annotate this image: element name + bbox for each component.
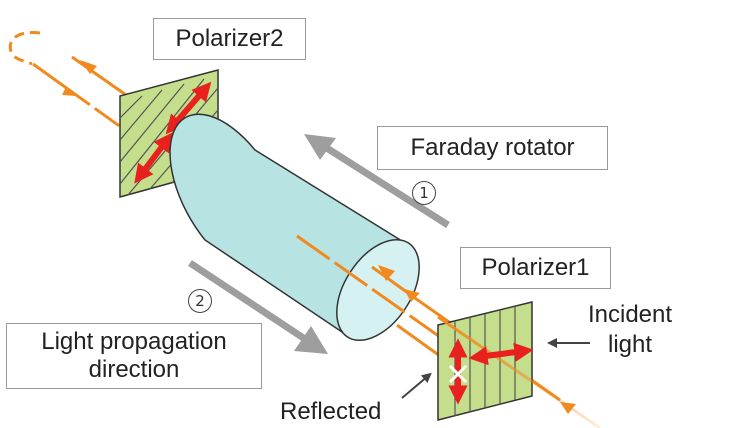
polarizer-2-arrow-upper	[165, 81, 212, 135]
reflected-pointer	[401, 372, 432, 399]
reflected-blocked-mark	[448, 364, 468, 384]
polarizer-2-arrow-lower	[134, 132, 173, 184]
propagation-label-line1: Light propagation	[41, 328, 227, 355]
incident-label-line2: light	[607, 331, 653, 358]
polarizer-1-label: Polarizer1	[460, 247, 611, 289]
faraday-rotator-cylinder	[169, 113, 420, 342]
beam-front	[296, 234, 441, 339]
light-propagation-direction-label: Light propagation direction	[6, 323, 262, 389]
beam-incident	[437, 315, 601, 428]
polarizer-2-label: Polarizer2	[153, 18, 306, 60]
direction-arrow-2	[188, 260, 328, 354]
step-marker-1: 1	[412, 181, 436, 205]
step-marker-2: 2	[188, 289, 212, 313]
polarizer-1-arrow-horizontal	[468, 342, 534, 366]
faraday-rotator-label: Faraday rotator	[377, 126, 608, 170]
propagation-label-line2: direction	[88, 356, 180, 383]
reflected-label: Reflected	[280, 398, 382, 425]
incident-label-line1: Incident	[587, 301, 673, 328]
incident-light-label: Incident light	[570, 300, 690, 360]
polarizer-1	[437, 301, 533, 421]
direction-arrow-1	[304, 134, 450, 228]
